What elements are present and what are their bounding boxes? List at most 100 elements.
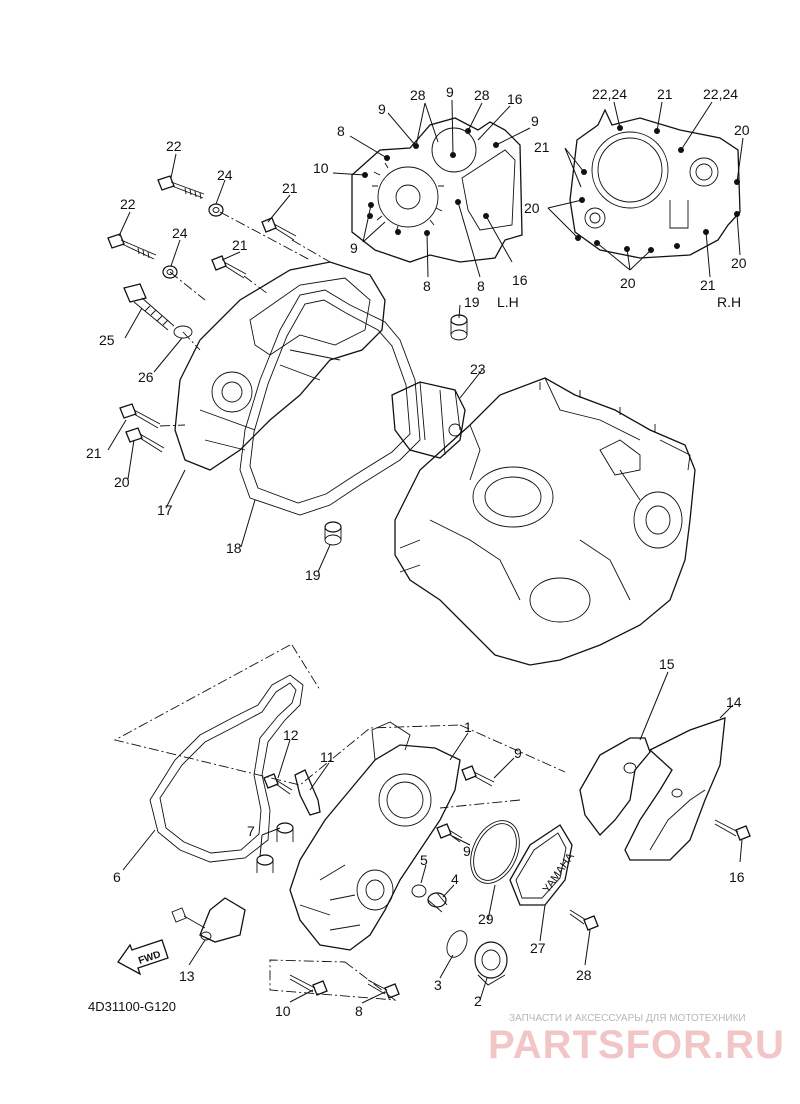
callout-lh-8a: 8 [337,123,345,139]
callout-11: 11 [320,749,335,765]
o-ring-3 [446,930,468,958]
watermark-tagline: ЗАПЧАСТИ И АКСЕССУАРЫ ДЛЯ МОТОТЕХНИКИ [509,1013,746,1024]
callout-lh-28b: 28 [474,87,490,103]
lower-cover-group: YAMAHA FWD [113,644,751,1019]
crankcase-cover-1 [289,744,461,951]
lh-cover-inset: 28 9 28 16 9 9 8 10 9 8 8 16 L.H [313,84,539,310]
callout-9b: 9 [463,843,471,859]
callout-rh-20d: 20 [731,255,747,271]
o-ring-26 [173,325,193,339]
callout-22a: 22 [166,138,182,154]
callout-16: 16 [729,869,745,885]
engine-crankcase [394,377,696,666]
callout-rh-2224b: 22,24 [703,86,738,102]
callout-6: 6 [113,869,121,885]
callout-21b: 21 [232,237,248,253]
callout-23: 23 [470,361,486,377]
callout-22b: 22 [120,196,136,212]
bolt-28 [569,909,599,931]
callout-8: 8 [355,1003,363,1019]
callout-rh-21c: 21 [700,277,716,293]
guide-15 [579,737,651,836]
watermark: ЗАПЧАСТИ И АКСЕССУАРЫ ДЛЯ МОТОТЕХНИКИ PA… [488,1013,785,1067]
callout-13: 13 [179,968,195,984]
bolt-8 [367,979,400,999]
bolt-21-a [261,217,297,241]
callout-17: 17 [157,502,173,518]
callout-21c: 21 [86,445,102,461]
callout-rh-2224a: 22,24 [592,86,627,102]
watermark-site: PARTSFOR.RU [488,1023,785,1067]
side-label-rh: R.H [717,294,741,310]
bolt-10 [289,974,328,996]
callout-3: 3 [434,977,442,993]
callout-rh-21a: 21 [657,86,673,102]
o-ring-29 [470,820,520,884]
callout-15: 15 [659,656,675,672]
callout-19b: 19 [305,567,321,583]
dowel-19-lower [324,521,342,546]
part-code: 4D31100-G120 [88,999,176,1014]
plug-25 [123,283,175,331]
washer-24-upper [208,203,224,217]
callout-5: 5 [420,852,428,868]
callout-18: 18 [226,540,242,556]
callout-28: 28 [576,967,592,983]
callout-lh-16a: 16 [507,91,523,107]
clamp-11 [294,769,321,816]
bolt-22-lower [107,233,157,260]
callout-10: 10 [275,1003,291,1019]
gasket-6 [149,674,304,863]
callout-9a: 9 [514,745,522,761]
dowel-7-lower [256,854,274,873]
callout-rh-21b: 21 [534,139,550,155]
callout-21a: 21 [282,180,298,196]
callout-lh-9d: 9 [350,240,358,256]
crankcase-cover-17-group: 22 24 21 22 24 21 25 26 19 23 21 20 17 1… [86,138,486,583]
callout-24a: 24 [217,167,233,183]
dowel-7-upper [276,822,294,842]
callout-19a: 19 [464,294,480,310]
sprocket-cover-14 [624,717,726,861]
bolt-12 [263,773,293,795]
callout-26: 26 [138,369,154,385]
bolt-21-c [119,403,161,429]
bolt-9-lower [436,823,463,843]
callout-1: 1 [464,719,472,735]
bolt-9-upper [461,765,495,787]
callout-lh-9a: 9 [446,84,454,100]
callout-lh-10: 10 [313,160,329,176]
bolt-21-b [211,255,247,279]
callout-25: 25 [99,332,115,348]
gasket-18 [239,289,421,516]
callout-4: 4 [451,871,459,887]
bracket-13 [171,897,246,943]
callout-lh-16b: 16 [512,272,528,288]
callout-lh-8b: 8 [423,278,431,294]
callout-12: 12 [283,727,299,743]
callout-2: 2 [474,993,482,1009]
plug-4 [427,892,448,913]
oil-pump-23 [391,381,466,459]
fwd-badge: FWD [117,939,169,976]
o-ring-5 [411,884,427,898]
cover-27: YAMAHA [509,824,577,906]
callout-7: 7 [247,823,255,839]
crankcase-cover-17 [174,261,386,471]
rh-cover-inset: 22,24 21 22,24 20 21 20 20 20 21 R.H [524,86,750,310]
callout-lh-9b: 9 [531,113,539,129]
callout-20: 20 [114,474,130,490]
callout-27: 27 [530,940,546,956]
dowel-19-upper [450,314,468,341]
callout-rh-20b: 20 [524,200,540,216]
callout-rh-20c: 20 [620,275,636,291]
callout-lh-9c: 9 [378,101,386,117]
bolt-22-upper [157,175,205,200]
callout-lh-28a: 28 [410,87,426,103]
callout-29: 29 [478,911,494,927]
callout-rh-20a: 20 [734,122,750,138]
plug-2 [474,941,508,986]
callout-14: 14 [726,694,742,710]
bolt-20 [125,427,165,453]
